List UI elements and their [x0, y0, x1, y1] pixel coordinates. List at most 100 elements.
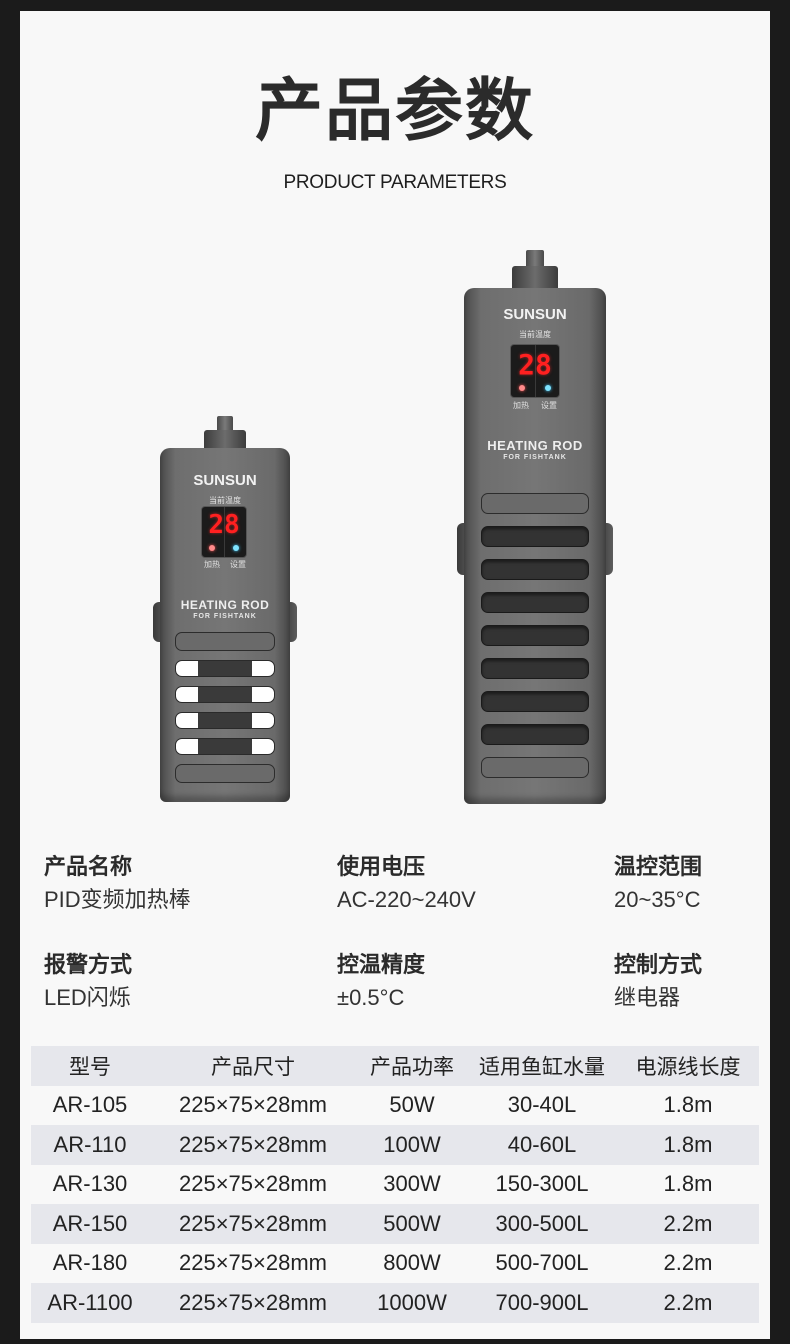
vent-window — [175, 712, 275, 729]
display-divider — [535, 345, 536, 397]
spec-label: 控制方式 — [614, 953, 703, 978]
vent-slot — [481, 625, 589, 646]
cell-cable: 1.8m — [663, 1092, 713, 1118]
page-subtitle: PRODUCT PARAMETERS — [283, 172, 507, 193]
cell-power: 300W — [383, 1171, 441, 1197]
product-label: HEATING ROD — [180, 598, 270, 612]
spec-product-name: 产品名称 PID变频加热棒 — [44, 853, 191, 917]
cell-model: AR-1100 — [47, 1289, 133, 1315]
vent-slot — [481, 691, 589, 712]
spec-voltage: 使用电压 AC-220~240V — [337, 853, 476, 917]
header-size: 产品尺寸 — [211, 1054, 295, 1079]
cell-cable: 2.2m — [663, 1250, 713, 1276]
table-row: AR-1100 225×75×28mm 1000W 700-900L 2.2m — [31, 1283, 759, 1323]
vent-window — [175, 738, 275, 755]
cell-power: 100W — [383, 1131, 441, 1157]
cell-volume: 300-500L — [495, 1210, 589, 1236]
spec-label: 控温精度 — [337, 953, 426, 978]
brand-logo: SUNSUN — [503, 306, 567, 323]
table-header-row: 型号 产品尺寸 产品功率 适用鱼缸水量 电源线长度 — [31, 1046, 759, 1086]
cell-cable: 1.8m — [663, 1131, 713, 1157]
vent-top — [481, 493, 589, 514]
cell-cable: 1.8m — [663, 1171, 713, 1197]
cell-model: AR-110 — [53, 1131, 127, 1157]
cell-size: 225×75×28mm — [179, 1289, 327, 1315]
current-temp-label: 当前温度 — [209, 496, 241, 505]
vent-window — [175, 660, 275, 677]
spec-value: ±0.5°C — [337, 985, 405, 1010]
led-labels: 加热 设置 — [160, 559, 290, 570]
display-divider — [224, 507, 225, 557]
cable-gland — [204, 430, 246, 450]
small-heater-image: SUNSUN 当前温度 28 加热 设置 HEATING ROD FOR FIS… — [150, 412, 300, 804]
spec-temp-range: 温控范围 20~35°C — [614, 853, 702, 917]
cell-cable: 2.2m — [663, 1210, 713, 1236]
cell-cable: 2.2m — [663, 1289, 713, 1315]
table-row: AR-150 225×75×28mm 500W 300-500L 2.2m — [31, 1204, 759, 1244]
vent-slot — [481, 658, 589, 679]
large-heater-image: SUNSUN 当前温度 28 加热 设置 HEATING ROD FOR FIS… — [455, 248, 615, 806]
temp-digits: 28 — [518, 348, 552, 381]
cell-model: AR-130 — [52, 1171, 128, 1197]
heater-body: SUNSUN 当前温度 28 加热 设置 HEATING ROD FOR FIS… — [160, 448, 290, 802]
cell-model: AR-180 — [52, 1250, 128, 1276]
led-labels: 加热 设置 — [464, 400, 606, 411]
vent-slot — [481, 592, 589, 613]
temp-digits: 28 — [208, 510, 240, 540]
heat-led-icon — [209, 545, 215, 551]
header-cable-length: 电源线长度 — [635, 1054, 741, 1079]
model-table: 型号 产品尺寸 产品功率 适用鱼缸水量 电源线长度 AR-105 225×75×… — [31, 1046, 759, 1323]
set-label: 设置 — [230, 560, 246, 569]
cell-size: 225×75×28mm — [179, 1171, 327, 1197]
table-row: AR-105 225×75×28mm 50W 30-40L 1.8m — [31, 1086, 759, 1126]
cell-volume: 150-300L — [495, 1171, 589, 1197]
page-title: 产品参数 — [254, 72, 535, 151]
spec-label: 使用电压 — [337, 855, 426, 880]
temp-display: 28 — [201, 506, 247, 558]
spec-label: 产品名称 — [44, 855, 133, 880]
cell-power: 800W — [383, 1250, 441, 1276]
cell-size: 225×75×28mm — [179, 1210, 327, 1236]
current-temp-label: 当前温度 — [519, 330, 551, 339]
cell-power: 1000W — [377, 1289, 447, 1315]
cell-power: 500W — [383, 1210, 441, 1236]
temp-display: 28 — [510, 344, 560, 398]
product-label: HEATING ROD — [487, 438, 583, 453]
spec-precision: 控温精度 ±0.5°C — [337, 951, 425, 1015]
cell-volume: 500-700L — [495, 1250, 589, 1276]
set-led-icon — [545, 385, 551, 391]
heat-label: 加热 — [204, 560, 220, 569]
set-label: 设置 — [541, 401, 557, 410]
heater-body: SUNSUN 当前温度 28 加热 设置 HEATING ROD FOR FIS… — [464, 288, 606, 804]
vent-bottom — [175, 764, 275, 783]
vent-bottom — [481, 757, 589, 778]
brand-logo: SUNSUN — [193, 472, 257, 489]
heat-label: 加热 — [513, 401, 529, 410]
vent-slot — [481, 559, 589, 580]
spec-label: 温控范围 — [614, 855, 703, 880]
cell-model: AR-150 — [52, 1210, 128, 1236]
vent-window — [175, 686, 275, 703]
cell-volume: 700-900L — [495, 1289, 589, 1315]
spec-value: AC-220~240V — [337, 887, 476, 912]
header-tank-volume: 适用鱼缸水量 — [479, 1054, 605, 1079]
spec-alarm: 报警方式 LED闪烁 — [44, 951, 132, 1015]
table-row: AR-110 225×75×28mm 100W 40-60L 1.8m — [31, 1125, 759, 1165]
cell-volume: 40-60L — [507, 1131, 577, 1157]
set-led-icon — [233, 545, 239, 551]
product-sublabel: FOR FISHTANK — [503, 454, 567, 461]
cell-size: 225×75×28mm — [179, 1131, 327, 1157]
cell-volume: 30-40L — [507, 1092, 577, 1118]
spec-value: 继电器 — [614, 985, 681, 1010]
spec-label: 报警方式 — [44, 953, 133, 978]
cell-power: 50W — [389, 1092, 435, 1118]
table-row: AR-130 225×75×28mm 300W 150-300L 1.8m — [31, 1165, 759, 1205]
vent-top — [175, 632, 275, 651]
cable-gland — [512, 266, 558, 288]
cell-size: 225×75×28mm — [179, 1250, 327, 1276]
header-model: 型号 — [69, 1054, 111, 1079]
vent-slot — [481, 724, 589, 745]
product-sublabel: FOR FISHTANK — [193, 613, 257, 620]
spec-value: 20~35°C — [614, 887, 701, 912]
spec-value: LED闪烁 — [44, 985, 131, 1010]
